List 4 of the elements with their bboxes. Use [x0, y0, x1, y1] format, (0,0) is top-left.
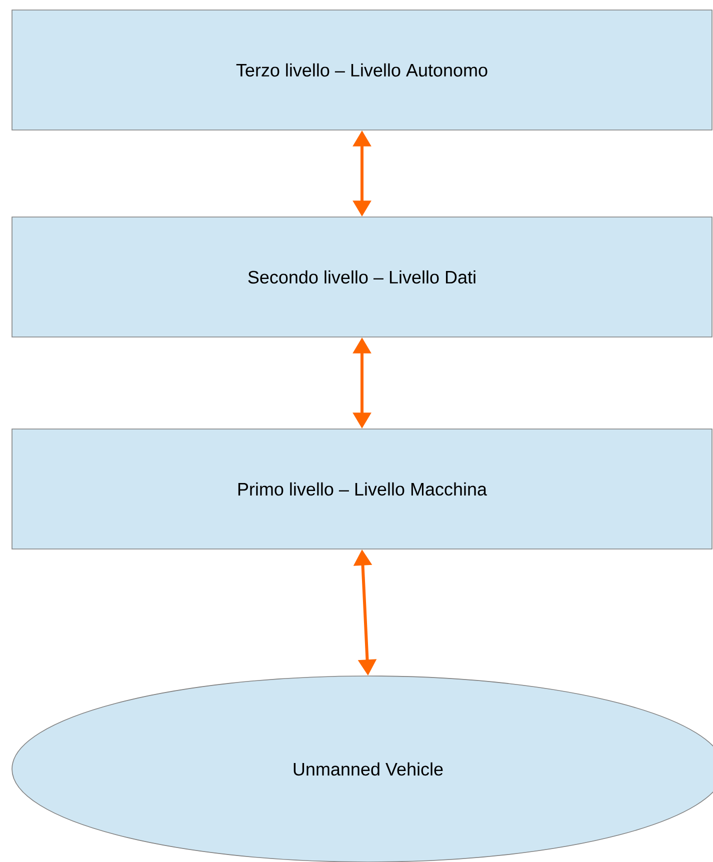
level-box: Secondo livello – Livello Dati: [12, 216, 712, 338]
level-box: Terzo livello – Livello Autonomo: [12, 10, 712, 130]
ellipse-node: Unmanned Vehicle: [12, 676, 713, 862]
level-box: Primo livello – Livello Macchina: [12, 428, 712, 550]
